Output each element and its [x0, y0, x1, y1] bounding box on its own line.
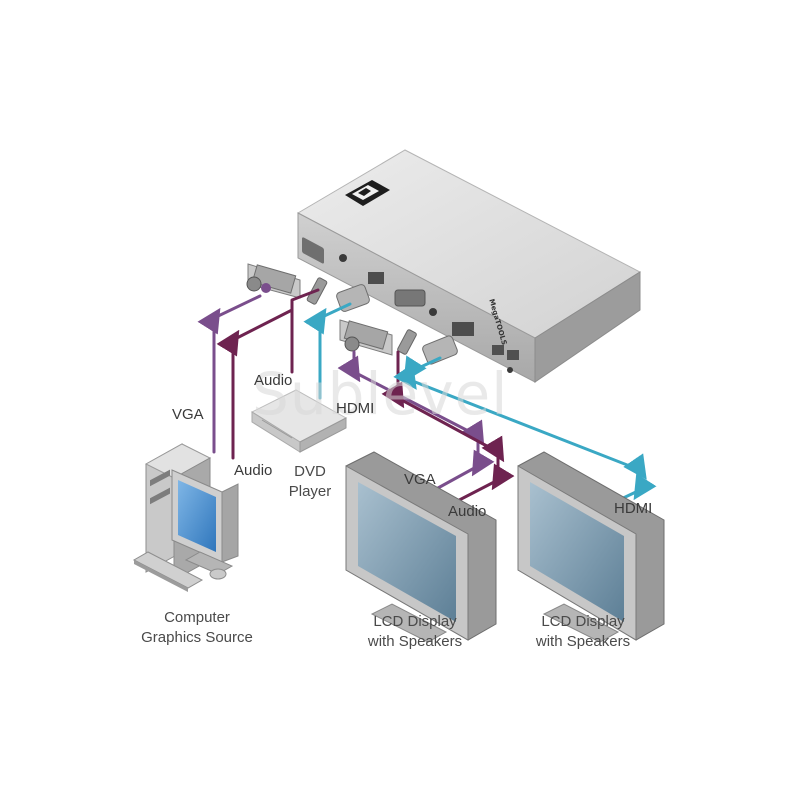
- caption-computer: Computer Graphics Source: [122, 608, 272, 648]
- audio-out-plug: [397, 329, 417, 355]
- computer-monitor: [171, 469, 239, 575]
- caption-lcd-1-line-2: with Speakers: [367, 633, 463, 650]
- label-vga-input: VGA: [172, 406, 204, 423]
- caption-lcd-1: LCD Display with Speakers: [350, 612, 480, 652]
- caption-dvd-line-1: DVD: [294, 463, 326, 480]
- label-vga-output: VGA: [404, 471, 436, 488]
- hdmi-output-cable: [393, 355, 657, 512]
- caption-dvd-player: DVD Player: [270, 462, 350, 502]
- vga-in-connector: [246, 263, 301, 299]
- caption-computer-line-2: Graphics Source: [141, 629, 253, 646]
- lcd-display-1: [345, 451, 497, 643]
- audio-input-cable: [216, 308, 294, 460]
- audio-dvd-cable: [290, 288, 320, 374]
- caption-lcd-2: LCD Display with Speakers: [518, 612, 648, 652]
- label-hdmi-dvd: HDMI: [336, 400, 375, 417]
- hdmi-in-connector: [336, 284, 370, 312]
- caption-dvd-line-2: Player: [288, 483, 332, 500]
- label-audio-dvd: Audio: [254, 372, 293, 389]
- front-panel-ports: [302, 237, 519, 373]
- watermark-text: Sublevel: [252, 360, 509, 428]
- mouse: [209, 568, 227, 580]
- caption-computer-line-1: Computer: [164, 609, 230, 626]
- label-hdmi-output: HDMI: [614, 500, 653, 517]
- hdmi-dvd-cable: [303, 302, 352, 400]
- label-audio-output: Audio: [448, 503, 487, 520]
- lcd-display-2: [517, 451, 665, 643]
- caption-lcd-2-line-1: LCD Display: [541, 613, 625, 630]
- caption-lcd-1-line-1: LCD Display: [373, 613, 457, 630]
- caption-lcd-2-line-2: with Speakers: [535, 633, 631, 650]
- vga-out-connector: [339, 319, 393, 356]
- vga-input-cable: [197, 294, 262, 454]
- label-audio-input: Audio: [234, 462, 273, 479]
- dvd-player: [250, 389, 348, 453]
- kramer-logo-icon: [345, 180, 390, 206]
- keyboard: [132, 551, 204, 592]
- scaler-device: [296, 149, 642, 383]
